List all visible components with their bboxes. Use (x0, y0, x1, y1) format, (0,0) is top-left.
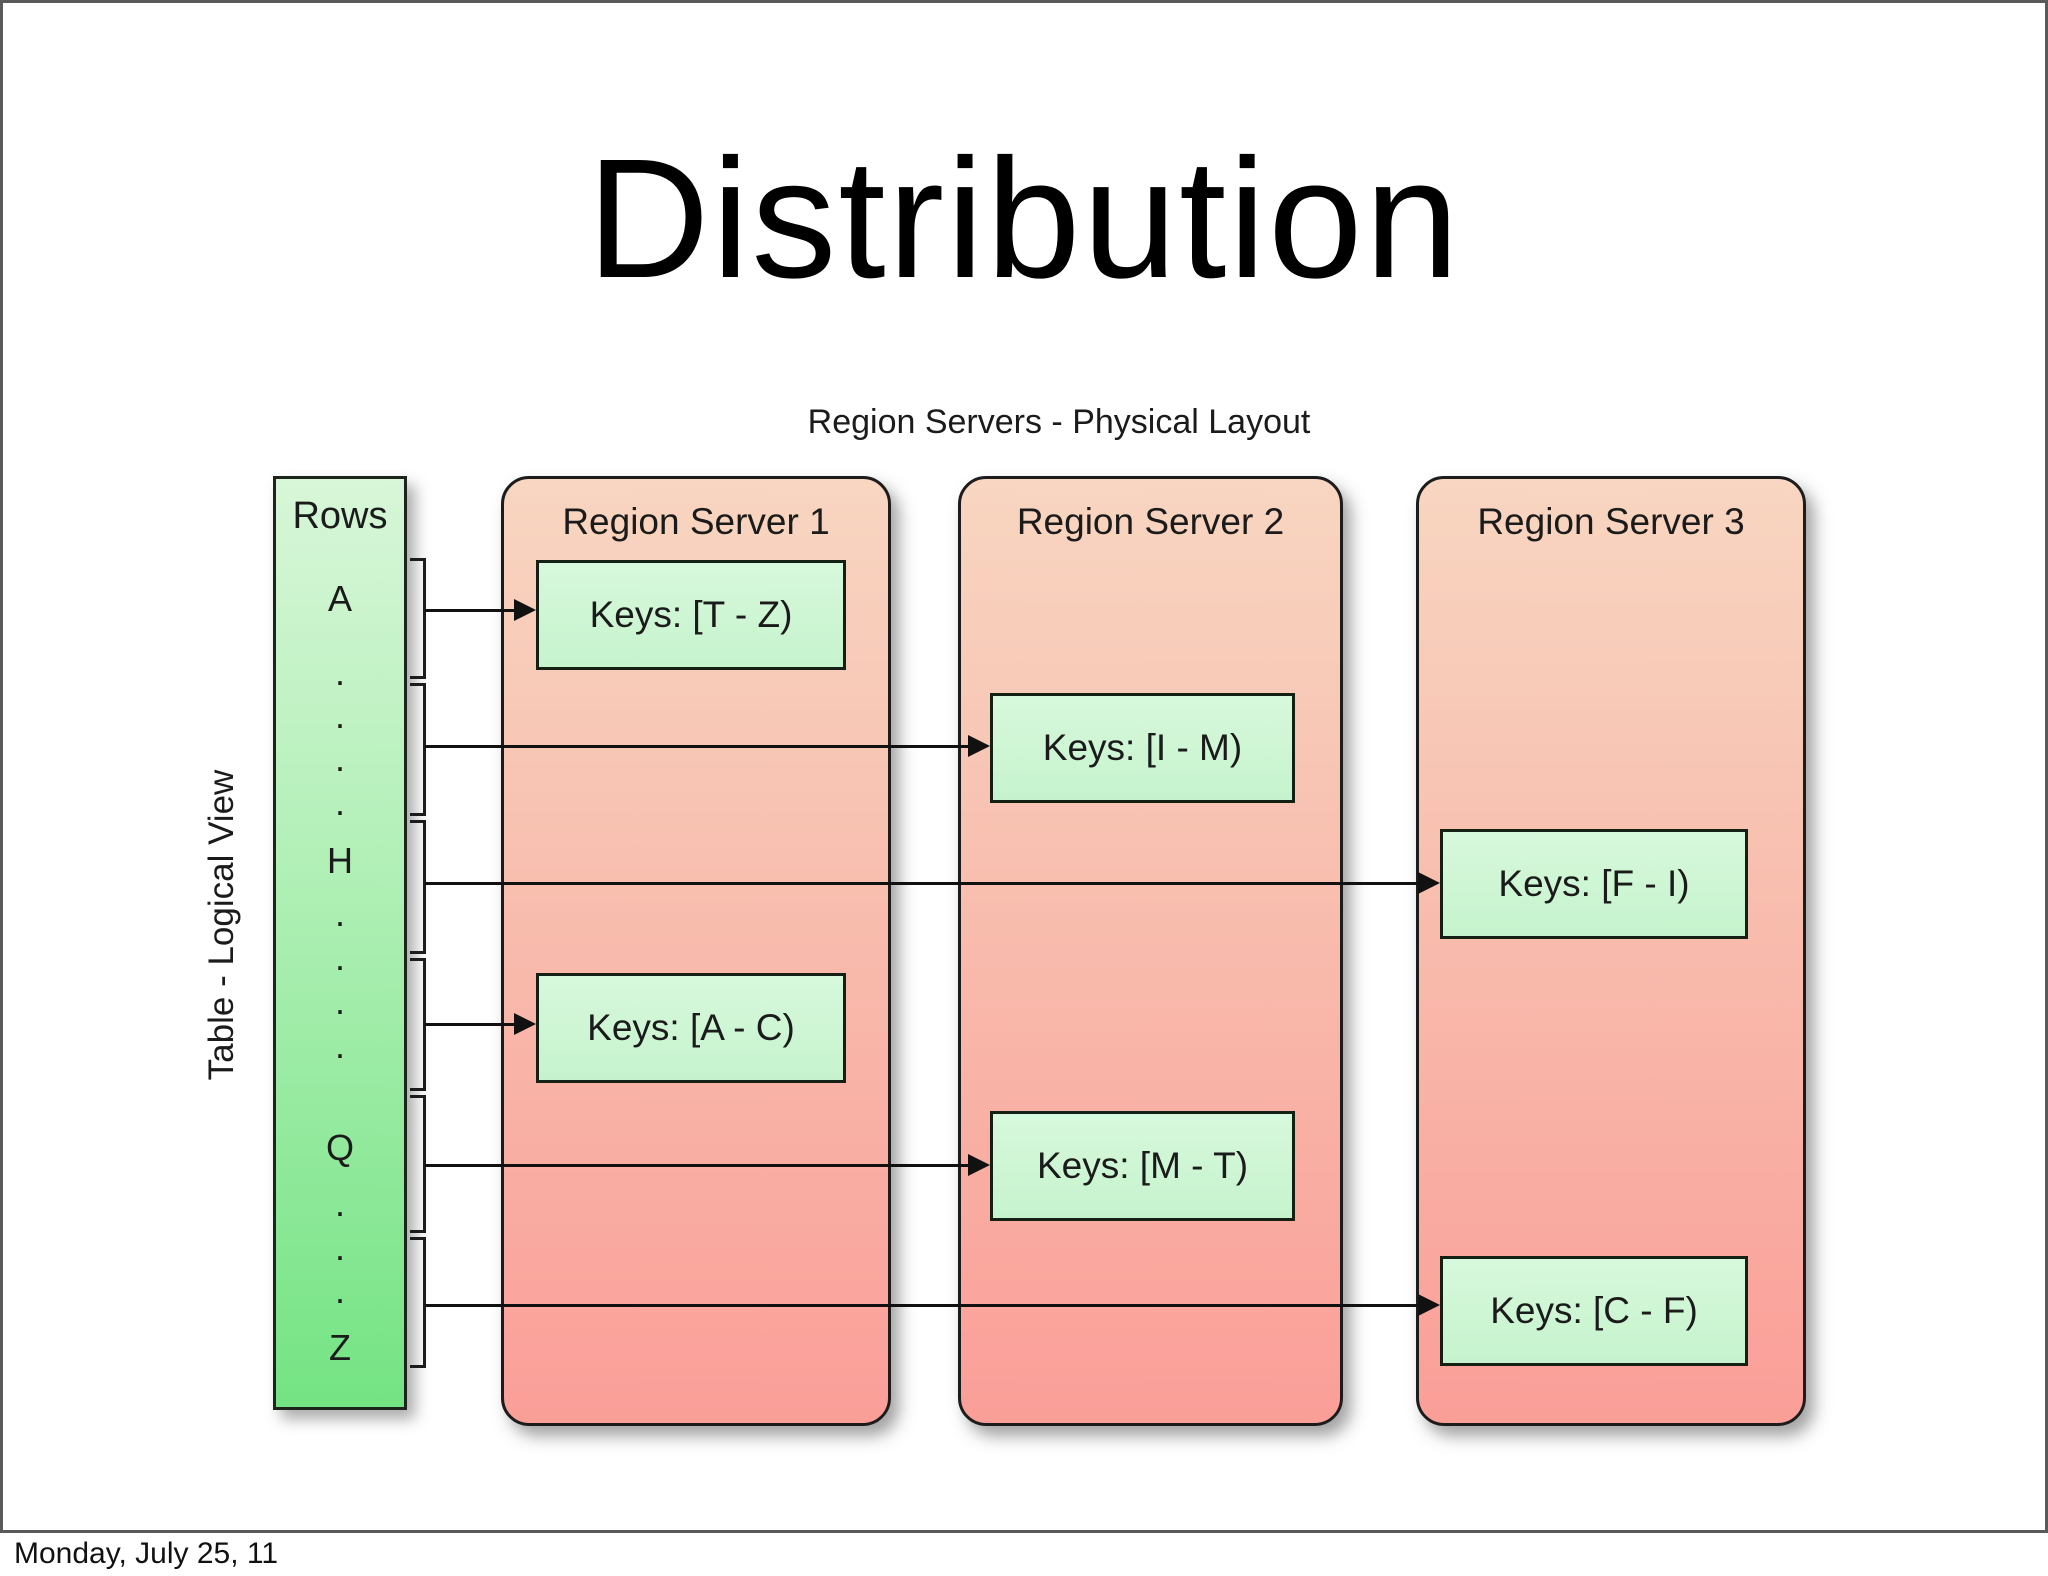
arrow-to-keys-a-c (425, 1013, 536, 1035)
row-dot: . (334, 738, 345, 779)
row-range-bracket-6 (410, 1237, 426, 1368)
row-dot: . (334, 1270, 345, 1311)
region-server-2-title: Region Server 2 (1016, 501, 1285, 542)
keys-range-a-c: Keys: [A - C) (536, 973, 846, 1083)
row-dot: . (334, 893, 345, 934)
row-dot: . (334, 782, 345, 823)
arrow-to-keys-c-f (425, 1294, 1440, 1316)
row-dot: . (334, 652, 345, 693)
row-letter-a: A (327, 578, 352, 619)
arrow-to-keys-i-m (425, 735, 990, 757)
arrow-to-keys-m-t (425, 1154, 990, 1176)
row-dot: . (334, 1227, 345, 1268)
arrow-to-keys-t-z (425, 599, 536, 621)
keys-range-c-f: Keys: [C - F) (1440, 1256, 1748, 1366)
slide-title: Distribution (586, 124, 1462, 314)
row-dot: . (334, 937, 345, 978)
rows-column-header: Rows (292, 495, 388, 537)
region-server-1-title: Region Server 1 (562, 501, 830, 542)
row-range-bracket-2 (410, 683, 426, 816)
row-dot: . (334, 695, 345, 736)
row-range-bracket-3 (410, 820, 426, 954)
diagram-title: Region Servers - Physical Layout (807, 403, 1311, 441)
slide-canvas: Distribution Region Servers - Physical L… (0, 0, 2048, 1533)
row-letter-h: H (327, 840, 353, 881)
keys-range-i-m: Keys: [I - M) (990, 693, 1295, 803)
slide-date-footer: Monday, July 25, 11 (14, 1537, 279, 1570)
table-logical-view-label: Table - Logical View (202, 769, 241, 1081)
row-letter-q: Q (325, 1127, 354, 1168)
row-dot: . (334, 1183, 345, 1224)
row-dot: . (334, 1025, 345, 1066)
arrow-to-keys-f-i (425, 872, 1440, 894)
keys-range-t-z: Keys: [T - Z) (536, 560, 846, 670)
region-server-2-box: Region Server 2 (958, 476, 1343, 1426)
row-range-bracket-1 (410, 558, 426, 679)
row-range-bracket-4 (410, 958, 426, 1091)
rows-column: Rows A . . . . H . . . . Q . . . Z (273, 476, 407, 1410)
row-range-bracket-5 (410, 1095, 426, 1233)
row-dot: . (334, 981, 345, 1022)
row-letter-z: Z (329, 1327, 351, 1368)
keys-range-f-i: Keys: [F - I) (1440, 829, 1748, 939)
keys-range-m-t: Keys: [M - T) (990, 1111, 1295, 1221)
region-server-3-title: Region Server 3 (1477, 501, 1745, 542)
